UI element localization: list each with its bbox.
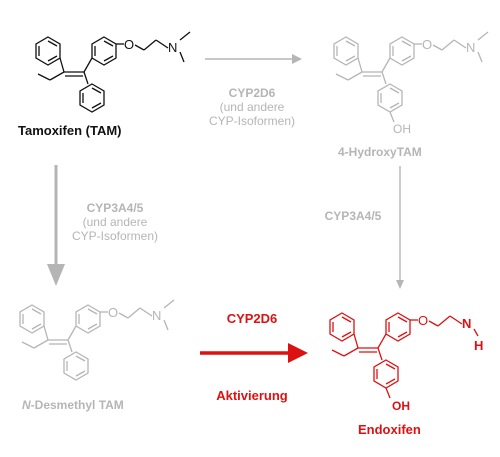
left-note-2: CYP-Isoformen) xyxy=(72,229,158,243)
tamoxifen-nitrogen: N xyxy=(168,40,177,55)
tamoxifen-label: Tamoxifen (TAM) xyxy=(18,123,122,138)
ndesmethyl-nitrogen: N xyxy=(152,308,161,323)
tamoxifen-oxygen: O xyxy=(124,37,134,52)
endoxifen-label: Endoxifen xyxy=(358,422,421,437)
hydroxytam-oxygen: O xyxy=(422,37,432,52)
right-enzyme: CYP3A4/5 xyxy=(325,209,382,223)
endoxifen-structure xyxy=(329,312,479,399)
bottom-note: Aktivierung xyxy=(216,388,288,403)
ndesmethyl-label-rest: -Desmethyl TAM xyxy=(31,398,124,412)
left-enzyme: CYP3A4/5 xyxy=(87,201,144,215)
top-note-2: CYP-Isoformen) xyxy=(209,114,295,128)
hydroxytam-label: 4-HydroxyTAM xyxy=(338,145,422,159)
top-note-1: (und andere xyxy=(220,100,285,114)
ndesmethyl-label: N-Desmethyl TAM xyxy=(22,398,124,412)
endoxifen-oxygen: O xyxy=(418,313,428,328)
bottom-enzyme: CYP2D6 xyxy=(227,311,278,326)
arrow-bottom xyxy=(200,343,308,363)
hydroxytam-structure xyxy=(333,31,489,123)
arrow-right xyxy=(396,166,404,289)
hydroxytam-nitrogen: N xyxy=(466,40,475,55)
arrow-left xyxy=(47,165,65,286)
top-enzyme: CYP2D6 xyxy=(229,86,276,100)
ndesmethyl-oxygen: O xyxy=(108,305,118,320)
ndesmethyl-structure xyxy=(19,299,175,381)
left-note-1: (und andere xyxy=(83,215,148,229)
endoxifen-oh: OH xyxy=(392,399,410,413)
ndesmethyl-label-italic: N xyxy=(22,398,31,412)
hydroxytam-oh: OH xyxy=(393,122,411,136)
endoxifen-nitrogen: N xyxy=(462,316,471,331)
tamoxifen-structure xyxy=(35,31,191,113)
endoxifen-h: H xyxy=(474,338,483,353)
